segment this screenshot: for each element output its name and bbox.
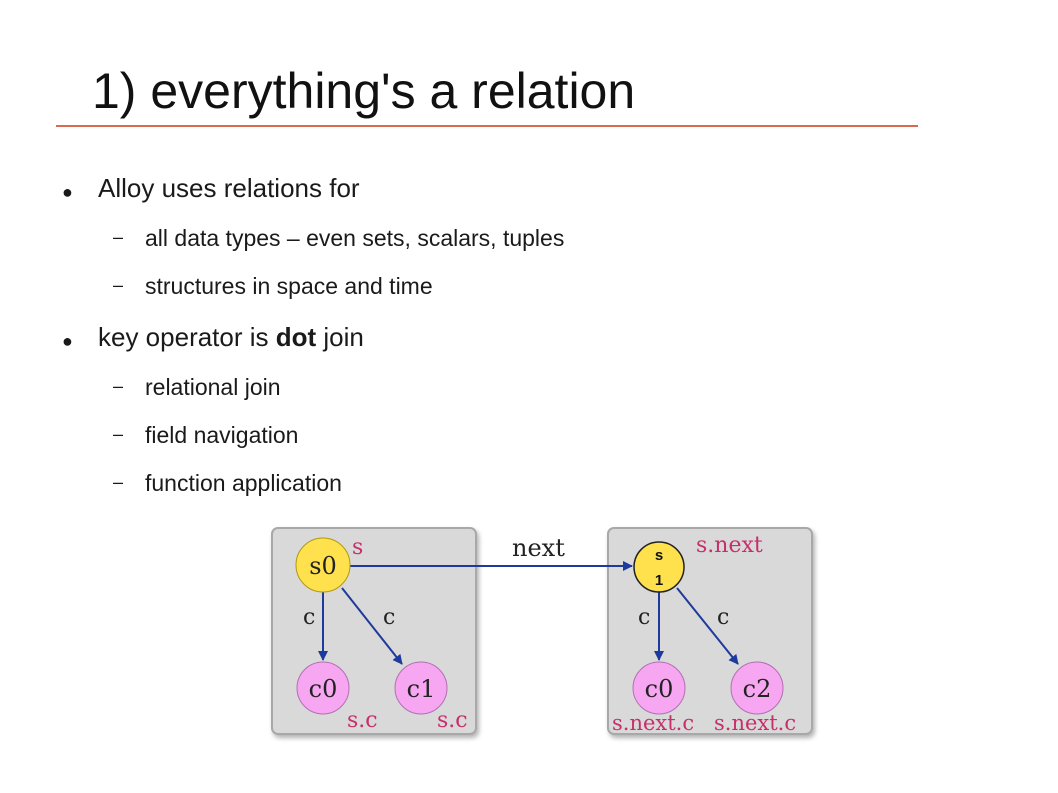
edge-label-c: c — [717, 605, 729, 630]
edge-s1-c2 — [676, 587, 739, 665]
edge-label-c: c — [303, 605, 315, 630]
edge-s0-c1 — [341, 587, 403, 665]
node-c1-label: c1 — [407, 675, 436, 703]
sub-bullet-item: relational join — [145, 374, 281, 400]
dash-icon: – — [113, 227, 124, 247]
bullet-text-after: join — [316, 322, 364, 352]
node-s1 — [633, 541, 685, 593]
node-s1-label-line1: s — [655, 547, 663, 564]
node-c1 — [394, 661, 448, 715]
edge-label-c: c — [383, 605, 395, 630]
bullet-text-before: key operator is — [98, 322, 276, 352]
arrow-label-next: next — [512, 534, 565, 562]
dash-icon: – — [113, 472, 124, 492]
label-s-next-c: s.next.c — [714, 711, 796, 735]
node-c2 — [730, 661, 784, 715]
label-s-next-c: s.next.c — [612, 711, 694, 735]
dash-icon: – — [113, 376, 124, 396]
edge-label-c: c — [638, 605, 650, 630]
node-c0-right-label: c0 — [645, 675, 674, 703]
node-c0-right — [632, 661, 686, 715]
slide-title: 1) everything's a relation — [92, 63, 636, 119]
title-underline — [56, 125, 918, 127]
node-c0-left-label: c0 — [309, 675, 338, 703]
node-s1-label-line2: 1 — [655, 572, 663, 589]
node-c0-left — [296, 661, 350, 715]
sub-bullet-item: all data types – even sets, scalars, tup… — [145, 225, 565, 251]
sub-bullet-item: field navigation — [145, 422, 299, 448]
label-s-c: s.c — [437, 708, 468, 733]
bullet-item: key operator is dot join — [98, 322, 364, 353]
bullet-text-bold: dot — [275, 322, 317, 352]
label-s-next: s.next — [696, 533, 763, 558]
node-c2-label: c2 — [743, 675, 772, 703]
bullet-icon: ● — [62, 182, 73, 202]
node-s0 — [295, 537, 351, 593]
bullet-item: Alloy uses relations for — [98, 173, 360, 203]
label-s-c: s.c — [347, 708, 378, 733]
label-s: s — [352, 535, 363, 560]
bullet-icon: ● — [62, 331, 73, 351]
node-s0-label: s0 — [309, 552, 337, 580]
sub-bullet-item: function application — [145, 470, 342, 496]
dash-icon: – — [113, 424, 124, 444]
dash-icon: – — [113, 275, 124, 295]
sub-bullet-item: structures in space and time — [145, 273, 433, 299]
